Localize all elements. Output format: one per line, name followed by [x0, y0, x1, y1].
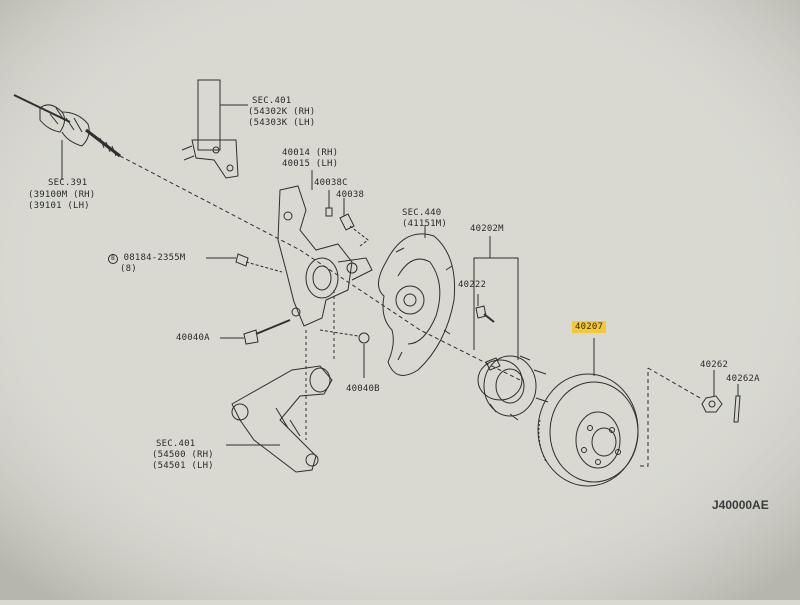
sec401-top-title: SEC.401: [252, 96, 292, 106]
dust-shield: [378, 225, 454, 375]
circle-b-icon: B: [108, 254, 118, 264]
sec401-top-lh: (54303K (LH): [248, 118, 316, 128]
knuckle-lh-label: 40015 (LH): [282, 159, 339, 169]
sec401-bot-rh: (54500 (RH): [152, 450, 214, 460]
label-40040a: 40040A: [176, 333, 210, 343]
label-40207-highlight: 40207: [572, 321, 607, 333]
label-08184-text: 08184-2355M: [123, 253, 186, 263]
label-40202m: 40202M: [470, 224, 504, 234]
bolt-40038c: [326, 190, 332, 216]
bolt-40040a: [220, 320, 290, 344]
label-40262: 40262: [700, 360, 729, 370]
sec391-lh: (39101 (LH): [28, 201, 90, 211]
label-40222: 40222: [458, 280, 487, 290]
sec391-rh: (39100M (RH): [28, 190, 96, 200]
ball-joint-guide: [306, 290, 334, 440]
hub-bearing: [478, 356, 548, 420]
sec391-title: SEC.391: [48, 178, 88, 188]
bracket-40202m: [474, 236, 518, 360]
hub-bolt-40222: [476, 294, 494, 322]
label-40207: 40207: [572, 321, 607, 333]
cotter-pin-40262a: [734, 384, 740, 422]
sec440-sub: (41151M): [402, 219, 447, 229]
sec401-bot-lh: (54501 (LH): [152, 461, 214, 471]
label-40038: 40038: [336, 190, 365, 200]
strut: [182, 80, 248, 178]
label-40040b: 40040B: [346, 384, 380, 394]
sec401-top-rh: (54302K (RH): [248, 107, 316, 117]
lower-control-arm: [226, 366, 332, 472]
bolt-40038: [340, 198, 368, 246]
knuckle-rh-label: 40014 (RH): [282, 148, 339, 158]
label-40262a: 40262A: [726, 374, 760, 384]
nut-40262: [702, 370, 722, 412]
steering-knuckle: [278, 170, 372, 326]
nut-guide: [640, 368, 700, 466]
sec440-title: SEC.440: [402, 208, 442, 218]
nut-40040b: [320, 330, 369, 378]
sec401-bot-title: SEC.401: [156, 439, 196, 449]
bolt-08184: [206, 254, 282, 272]
drive-shaft: [14, 95, 120, 180]
label-08184-qty: (8): [120, 264, 137, 274]
axis-line: [120, 156, 520, 380]
brake-rotor: [538, 338, 638, 486]
label-40038c: 40038C: [314, 178, 348, 188]
label-08184: B 08184-2355M: [108, 253, 185, 264]
diagram-code: J40000AE: [712, 498, 769, 512]
